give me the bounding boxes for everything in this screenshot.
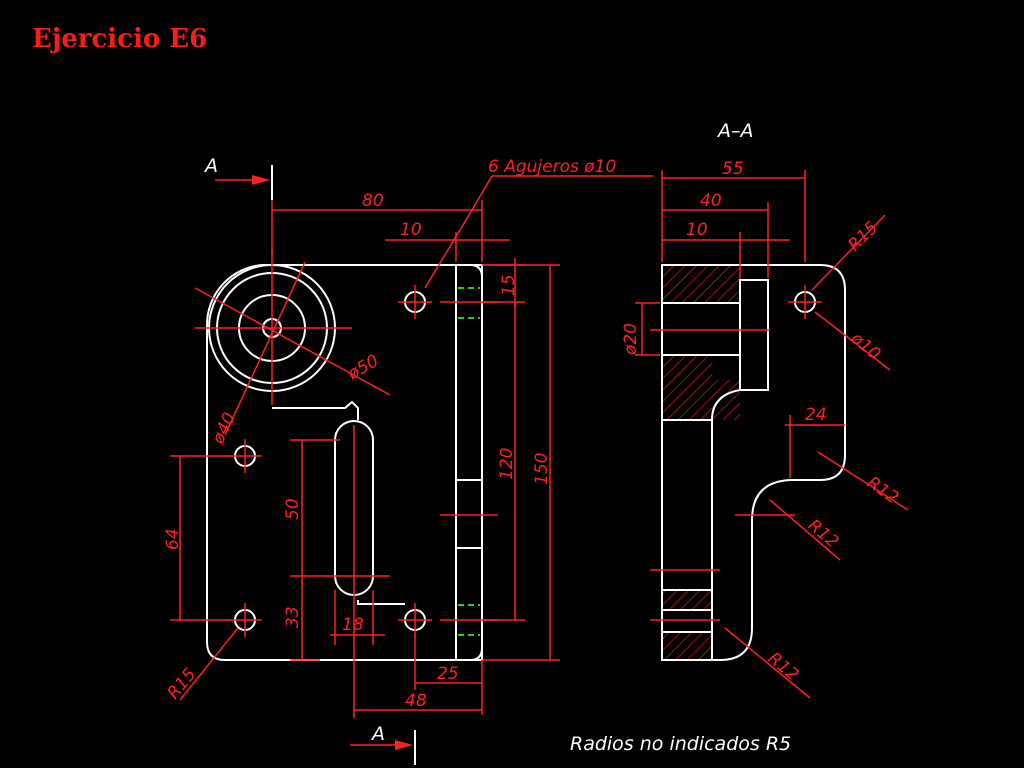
dim-50: 50 — [283, 498, 303, 520]
dim-64: 64 — [163, 528, 183, 550]
holes-note: 6 Agujeros ø10 — [488, 157, 616, 177]
dim-55: 55 — [722, 159, 744, 179]
front-view: A A 80 10 6 Agujeros ø10 15 — [163, 155, 653, 765]
dim-15: 15 — [499, 274, 519, 296]
dim-24: 24 — [805, 405, 827, 425]
dim-120: 120 — [497, 448, 517, 480]
rib-hidden-lines — [440, 287, 498, 636]
dim-r12-middle: R12 — [804, 516, 842, 553]
dim-33: 33 — [283, 606, 303, 628]
dim-48: 48 — [405, 691, 427, 711]
section-mark-bottom: A — [370, 723, 385, 745]
front-lower-step — [357, 600, 405, 605]
dim-dia40: ø40 — [208, 410, 240, 448]
section-outline — [661, 264, 846, 661]
front-dimensions: 80 10 6 Agujeros ø10 15 150 120 — [163, 157, 653, 718]
section-view: A–A 55 40 — [570, 120, 909, 755]
dim-18: 18 — [342, 615, 364, 635]
dim-80: 80 — [362, 191, 384, 211]
holes-front — [228, 285, 432, 637]
dim-10-front: 10 — [400, 220, 422, 240]
section-bore — [711, 279, 769, 421]
section-inner-step — [662, 419, 713, 660]
dim-dia20: ø20 — [621, 323, 641, 356]
page-title: Ejercicio E6 — [32, 24, 208, 54]
dim-r12-lower: R12 — [764, 649, 802, 686]
dim-25: 25 — [437, 664, 459, 684]
dim-40-section: 40 — [700, 191, 722, 211]
right-rib — [455, 264, 483, 661]
dim-dia10: ø10 — [846, 328, 884, 365]
section-dimensions: 55 40 10 ø20 R15 ø10 24 R12 R12 — [621, 159, 909, 699]
section-view-title: A–A — [716, 120, 754, 142]
radii-note: Radios no indicados R5 — [570, 733, 791, 755]
front-step-edge — [272, 400, 359, 420]
section-mark-top: A — [203, 155, 218, 177]
dim-10-section: 10 — [686, 220, 708, 240]
dim-r15-front: R15 — [164, 665, 201, 703]
front-outline — [205, 264, 483, 661]
dim-150: 150 — [532, 453, 552, 485]
